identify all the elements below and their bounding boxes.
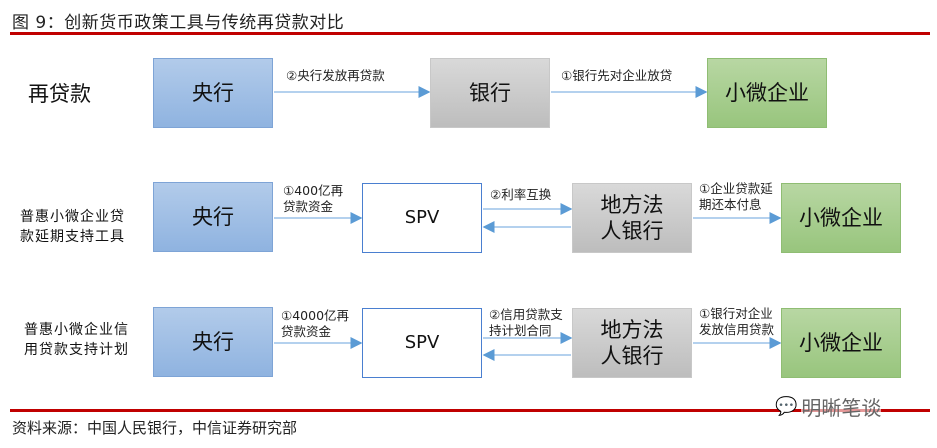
node-line: 人银行 bbox=[600, 219, 664, 243]
label-line: 用贷款支持计划 bbox=[24, 342, 129, 358]
label-line: 普惠小微企业贷 bbox=[20, 209, 125, 225]
node-line: 人银行 bbox=[600, 344, 664, 368]
label-line: ①银行对企业 bbox=[699, 306, 773, 321]
arrow-label: ①银行对企业发放信用贷款 bbox=[699, 306, 774, 338]
label-line: ①企业贷款延 bbox=[699, 181, 773, 196]
figure-title: 图 9：创新货币政策工具与传统再贷款对比 bbox=[12, 13, 345, 33]
watermark: 💬 明晰笔谈 bbox=[775, 392, 882, 421]
node-central-bank: 央行 bbox=[153, 307, 273, 377]
watermark-text: 明晰笔谈 bbox=[801, 392, 882, 421]
label-line: ①4000亿再 bbox=[281, 308, 350, 323]
label-line: 贷款资金 bbox=[281, 324, 332, 339]
label-line: 期还本付息 bbox=[699, 197, 762, 212]
footer-divider bbox=[10, 409, 930, 412]
wechat-icon: 💬 bbox=[775, 396, 798, 417]
arrow-label: ②央行发放再贷款 bbox=[286, 68, 385, 83]
arrow-label: ②利率互换 bbox=[490, 187, 551, 203]
source-note: 资料来源：中国人民银行，中信证券研究部 bbox=[12, 419, 298, 437]
row-label-deferral-tool: 普惠小微企业贷 款延期支持工具 bbox=[20, 207, 125, 247]
arrow-label: ①4000亿再贷款资金 bbox=[281, 308, 349, 340]
node-sme: 小微企业 bbox=[781, 183, 901, 253]
node-local-bank: 地方法 人银行 bbox=[572, 308, 692, 378]
label-line: 款延期支持工具 bbox=[20, 229, 125, 245]
arrow-label: ①银行先对企业放贷 bbox=[561, 68, 673, 83]
label-line: 持计划合同 bbox=[489, 323, 552, 338]
node-local-bank: 地方法 人银行 bbox=[572, 183, 692, 253]
label-line: ②利率互换 bbox=[490, 187, 552, 202]
node-sme: 小微企业 bbox=[781, 308, 901, 378]
arrow-label: ①400亿再贷款资金 bbox=[283, 183, 343, 215]
node-central-bank: 央行 bbox=[153, 58, 273, 128]
node-central-bank: 央行 bbox=[153, 182, 273, 252]
label-line: 发放信用贷款 bbox=[699, 322, 775, 337]
arrow-label: ②信用贷款支持计划合同 bbox=[489, 307, 563, 339]
node-spv: SPV bbox=[362, 183, 482, 253]
node-spv: SPV bbox=[362, 308, 482, 378]
node-line: 地方法 bbox=[600, 193, 664, 217]
node-sme: 小微企业 bbox=[707, 58, 827, 128]
arrow-label: ①企业贷款延期还本付息 bbox=[699, 181, 773, 213]
label-line: 贷款资金 bbox=[283, 199, 334, 214]
node-line: 地方法 bbox=[600, 318, 664, 342]
title-divider bbox=[10, 32, 930, 35]
label-line: 普惠小微企业信 bbox=[24, 322, 129, 338]
node-bank: 银行 bbox=[430, 58, 550, 128]
row-label-credit-plan: 普惠小微企业信 用贷款支持计划 bbox=[24, 320, 129, 360]
label-line: ②信用贷款支 bbox=[489, 307, 563, 322]
label-line: ①400亿再 bbox=[283, 183, 344, 198]
row-label-relending: 再贷款 bbox=[28, 82, 91, 106]
